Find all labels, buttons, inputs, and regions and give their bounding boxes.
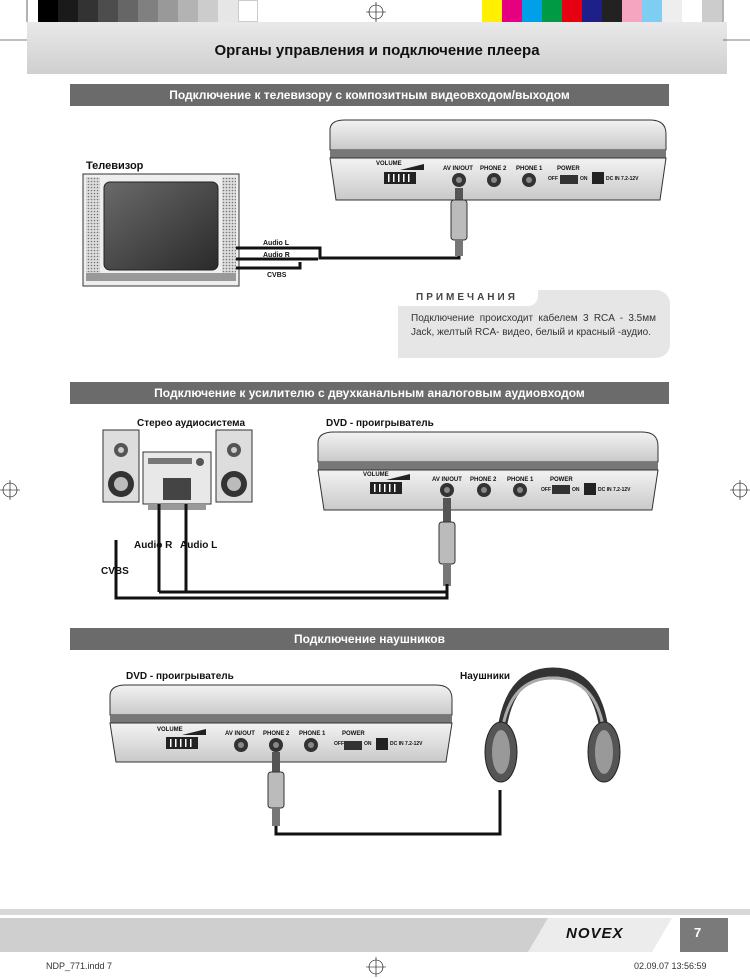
plug-1 [450,188,468,256]
p2-phone2-label: PHONE 2 [470,477,497,483]
tv-illustration [82,173,240,287]
color-bar [482,0,722,22]
p3-off-label: OFF [334,741,344,747]
cvbs-label: CVBS [267,272,287,279]
p1-phone1-label: PHONE 1 [516,166,543,172]
print-date: 02.09.07 13:56:59 [634,961,707,971]
footer-line [0,909,750,915]
p3-dc-label: DC IN 7.2-12V [390,741,423,747]
p2-phone1-label: PHONE 1 [507,477,534,483]
brand-logo: NOVEX [566,925,624,942]
stereo-system [102,429,253,510]
p2-volume-label: VOLUME [363,472,389,478]
header-band: Органы управления и подключение плеера [27,22,727,74]
p2-dc-label: DC IN 7.2-12V [598,487,631,493]
file-name: NDP_771.indd 7 [46,961,113,971]
cables-1 [236,246,461,270]
audio-r-label: Audio R [263,252,290,259]
p3-on-label: ON [364,741,372,747]
headphones-label: Наушники [460,671,511,682]
page-number: 7 [694,925,702,940]
dvd-player-2 [317,431,659,511]
p1-off-label: OFF [548,176,558,182]
p1-power-label: POWER [557,166,580,172]
page-title: Органы управления и подключение плеера [214,42,540,59]
p3-phone2-label: PHONE 2 [263,731,290,737]
p3-av-label: AV IN/OUT [225,731,255,737]
section-title-headphones: Подключение наушников [70,628,669,650]
p1-dc-label: DC IN 7.2-12V [606,176,639,182]
dvd-player-3 [109,684,453,763]
note-title: ПРИМЕЧАНИЯ [416,292,518,303]
p2-power-label: POWER [550,477,573,483]
p1-phone2-label: PHONE 2 [480,166,507,172]
tv-label: Телевизор [86,160,144,172]
section-title-amplifier: Подключение к усилителю с двухканальным … [70,382,669,404]
p3-phone1-label: PHONE 1 [299,731,326,737]
plug-2 [438,498,456,586]
stereo-system-label: Стерео аудиосистема [137,418,246,429]
p1-av-label: AV IN/OUT [443,166,473,172]
grayscale-bar [38,0,258,22]
cables-2 [114,504,449,600]
audio-l-label: Audio L [263,240,290,247]
headphones-illustration [484,667,621,783]
amp-audio-r-label: Audio R [134,540,173,551]
section-title-tv: Подключение к телевизору с композитным в… [70,84,669,106]
p3-volume-label: VOLUME [157,727,183,733]
amp-audio-l-label: Audio L [180,540,218,551]
note-tag [398,290,538,306]
plug-3 [267,752,285,826]
p2-on-label: ON [572,487,580,493]
dvd-player-1 [329,119,667,201]
dvd-label-3: DVD - проигрыватель [126,671,234,682]
dvd-label-2: DVD - проигрыватель [326,418,434,429]
p2-av-label: AV IN/OUT [432,477,462,483]
p1-on-label: ON [580,176,588,182]
note-text: Подключение происходит кабелем 3 RCA - 3… [411,313,656,338]
p3-power-label: POWER [342,731,365,737]
p1-volume-label: VOLUME [376,161,402,167]
cable-3 [274,790,502,836]
p2-off-label: OFF [541,487,551,493]
amp-cvbs-label: CVBS [101,566,129,577]
